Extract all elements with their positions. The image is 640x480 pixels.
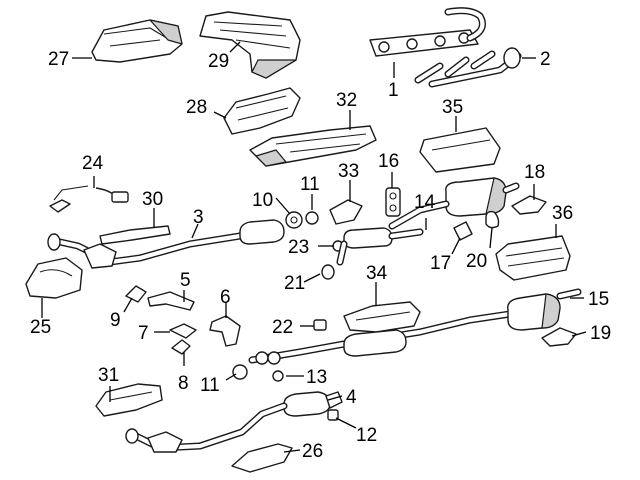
callout-14: 14 bbox=[414, 192, 436, 213]
callout-9: 9 bbox=[110, 310, 121, 331]
part-1-exhaust-manifold bbox=[369, 7, 486, 57]
callout-22: 22 bbox=[272, 317, 293, 338]
part-29-heat-shield bbox=[199, 11, 301, 79]
callout-3: 3 bbox=[193, 207, 204, 228]
callout-31: 31 bbox=[98, 365, 119, 386]
part-9-bracket bbox=[125, 285, 147, 303]
part-30-bracket bbox=[99, 225, 171, 245]
part-8-bracket bbox=[171, 339, 191, 355]
callout-16: 16 bbox=[378, 151, 399, 172]
part-16-hanger-bracket bbox=[385, 187, 401, 217]
callout-32: 32 bbox=[336, 90, 357, 111]
callout-35: 35 bbox=[442, 97, 463, 118]
part-7-bracket bbox=[169, 323, 197, 339]
part-2-exhaust-manifold bbox=[414, 47, 522, 88]
callout-34: 34 bbox=[366, 263, 388, 284]
part-24-oxygen-sensor bbox=[49, 185, 129, 213]
callout-28: 28 bbox=[186, 97, 207, 118]
callout-29: 29 bbox=[208, 51, 229, 72]
part-25-heat-shield bbox=[25, 257, 83, 299]
part-18-bracket bbox=[511, 195, 547, 215]
part-27-heat-shield bbox=[91, 19, 183, 63]
part-35-heat-shield bbox=[419, 127, 501, 173]
center-exhaust-pipe bbox=[248, 310, 514, 365]
part-19-bracket bbox=[541, 327, 577, 347]
callout-30: 30 bbox=[142, 189, 163, 210]
center-pipe-upper bbox=[336, 227, 424, 266]
callout-18: 18 bbox=[524, 162, 545, 183]
part-28-heat-shield bbox=[223, 87, 301, 135]
part-17-hanger bbox=[453, 221, 473, 241]
part-3-front-pipe-assembly bbox=[47, 219, 285, 269]
callout-6: 6 bbox=[220, 287, 231, 308]
callout-13: 13 bbox=[306, 367, 327, 388]
part-11-gasket-upper bbox=[305, 211, 319, 225]
callout-27: 27 bbox=[48, 49, 69, 70]
callout-36: 36 bbox=[552, 203, 573, 224]
callout-7: 7 bbox=[138, 323, 149, 344]
callout-11-lower: 11 bbox=[200, 375, 220, 396]
part-20-insulator bbox=[485, 210, 500, 229]
callout-4: 4 bbox=[346, 387, 357, 408]
callouts: 1 2 3 4 5 6 7 8 9 10 11 11 12 13 14 15 1… bbox=[30, 49, 611, 462]
callout-19: 19 bbox=[590, 323, 611, 344]
part-33-bracket bbox=[329, 199, 363, 225]
part-15-rear-muffler bbox=[507, 288, 582, 331]
part-5-bracket bbox=[147, 291, 195, 311]
part-12-bolt bbox=[327, 409, 339, 421]
callout-25: 25 bbox=[30, 317, 51, 338]
callout-11-upper: 11 bbox=[300, 174, 320, 195]
part-14-rear-muffler bbox=[388, 177, 520, 230]
part-4-catalytic-converter bbox=[283, 391, 343, 417]
callout-8: 8 bbox=[178, 373, 189, 394]
part-22-bolt bbox=[313, 319, 327, 331]
callout-12: 12 bbox=[356, 425, 377, 446]
callout-33: 33 bbox=[338, 161, 359, 182]
callout-15: 15 bbox=[588, 289, 609, 310]
callout-1: 1 bbox=[388, 80, 399, 101]
part-32-heat-shield bbox=[249, 125, 377, 167]
callout-10: 10 bbox=[252, 190, 273, 211]
part-21-clamp bbox=[321, 264, 335, 280]
callout-5: 5 bbox=[180, 270, 191, 291]
callout-20: 20 bbox=[466, 251, 487, 272]
part-13-nut bbox=[272, 370, 284, 382]
part-36-heat-shield bbox=[495, 235, 571, 281]
part-11-gasket-lower bbox=[232, 364, 248, 380]
callout-2: 2 bbox=[540, 49, 551, 70]
leader-lines bbox=[41, 41, 587, 453]
part-6-hanger bbox=[209, 315, 241, 347]
part-31-heat-shield bbox=[95, 383, 163, 417]
part-10-gasket bbox=[285, 211, 303, 229]
callout-24: 24 bbox=[82, 153, 104, 174]
callout-21: 21 bbox=[284, 273, 305, 294]
part-26-heat-shield bbox=[231, 443, 293, 473]
callout-26: 26 bbox=[302, 441, 323, 462]
rear-pipe-lower bbox=[125, 402, 288, 453]
callout-17: 17 bbox=[430, 253, 451, 274]
callout-23: 23 bbox=[288, 237, 309, 258]
part-34-heat-shield bbox=[343, 301, 421, 333]
